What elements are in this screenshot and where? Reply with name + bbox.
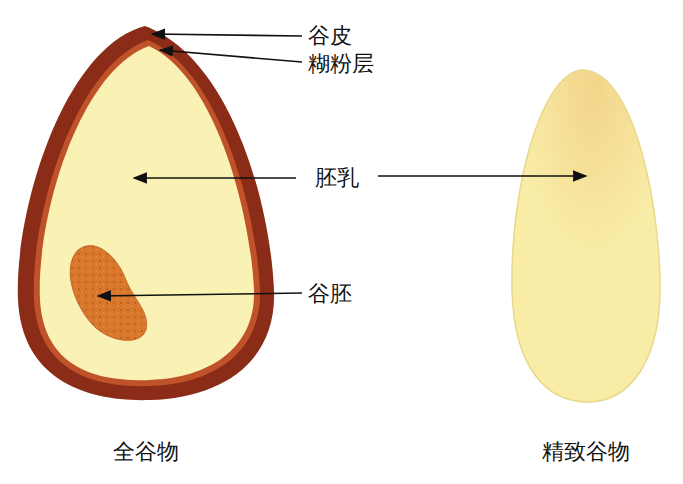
grain-caption: 精致谷物 [540, 439, 632, 464]
part-label: 谷皮 [306, 23, 354, 48]
part-label: 糊粉层 [306, 51, 376, 76]
refined-endosperm [512, 70, 660, 402]
aleurone-layer [34, 40, 260, 386]
germ [70, 246, 146, 341]
part-label: 胚乳 [313, 165, 361, 190]
endosperm [40, 46, 254, 380]
bran-layer [18, 26, 274, 400]
leader-lines [98, 34, 586, 296]
part-label: 谷胚 [306, 281, 354, 306]
grain-caption: 全谷物 [111, 439, 181, 464]
